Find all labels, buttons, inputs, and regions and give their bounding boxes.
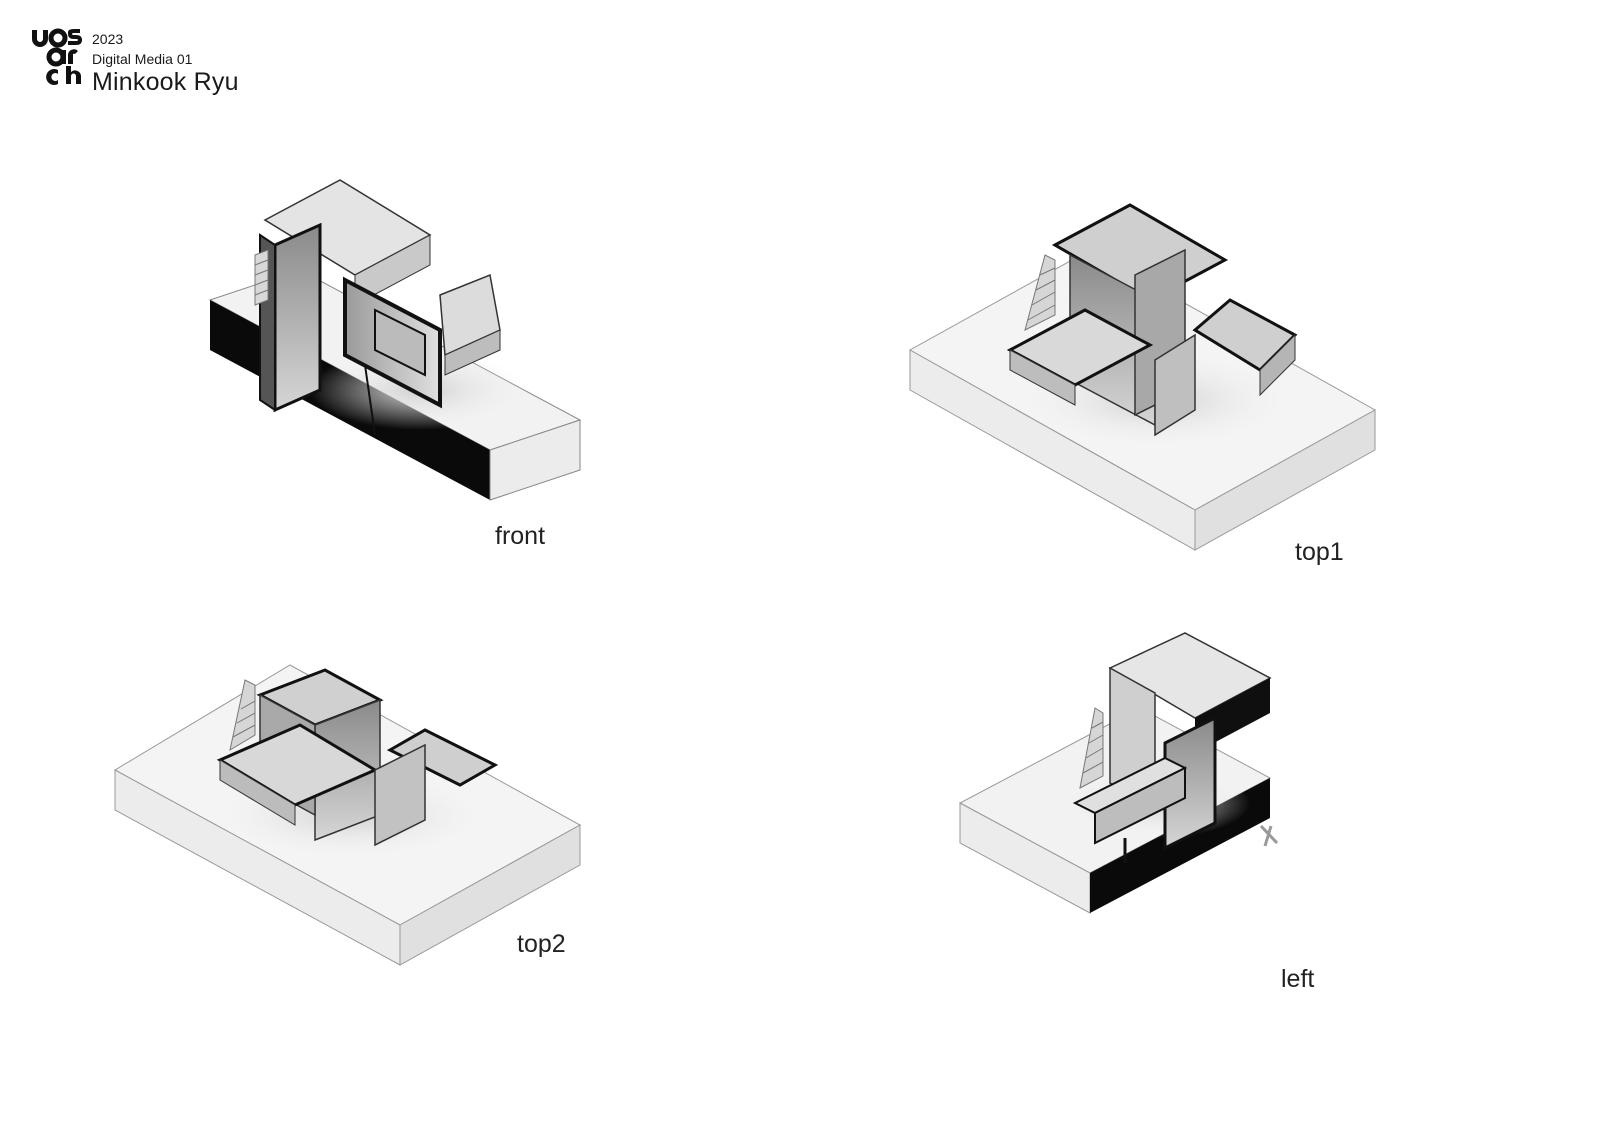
view-top1: top1 <box>905 200 1385 580</box>
top1-axonometric-drawing <box>908 203 1377 551</box>
view-front: front <box>200 179 600 560</box>
front-axonometric-drawing <box>208 179 582 501</box>
top2-axonometric-drawing <box>113 664 582 966</box>
view-left: left <box>955 628 1345 1008</box>
header: 2023 Digital Media 01 Minkook Ryu <box>30 28 239 95</box>
course-label: Digital Media 01 <box>92 51 193 67</box>
uos-arch-logo <box>32 28 82 85</box>
view-label-top1: top1 <box>1295 538 1344 566</box>
year-label: 2023 <box>92 31 124 47</box>
view-label-top2: top2 <box>517 930 566 958</box>
view-label-front: front <box>495 522 546 550</box>
author-name: Minkook Ryu <box>92 68 239 96</box>
view-label-left: left <box>1281 965 1315 993</box>
view-top2: top2 <box>110 664 590 985</box>
left-axonometric-drawing <box>958 632 1279 914</box>
